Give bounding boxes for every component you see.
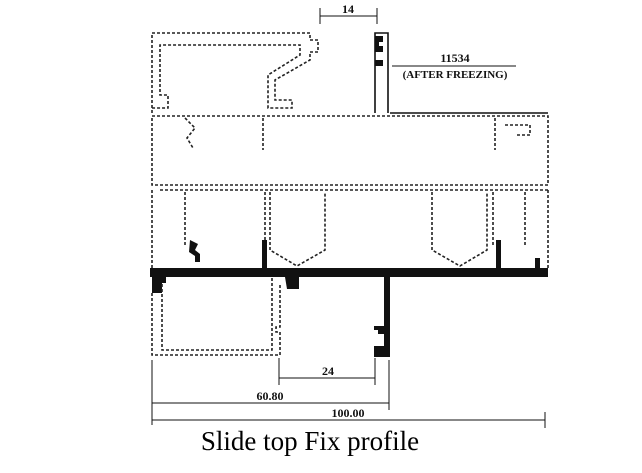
fixed-stem	[374, 277, 390, 357]
dim-bottom-gap: 24	[322, 364, 334, 378]
dim-height-note: (AFTER FREEZING)	[403, 69, 508, 81]
dim-total-width: 100.00	[332, 406, 365, 420]
dim-partial-width: 60.80	[257, 389, 284, 403]
fixed-profile-top	[374, 32, 548, 114]
dimension-lines	[151, 8, 546, 428]
dim-top-gap: 14	[342, 2, 354, 16]
lower-chamber	[151, 190, 549, 268]
main-transom-bar	[150, 268, 548, 293]
middle-chamber	[151, 115, 549, 191]
upper-dashed-frame	[151, 32, 319, 113]
caption: Slide top Fix profile	[200, 426, 420, 456]
dim-height-value: 11534	[440, 51, 469, 65]
lower-dashed-frame	[151, 277, 281, 356]
